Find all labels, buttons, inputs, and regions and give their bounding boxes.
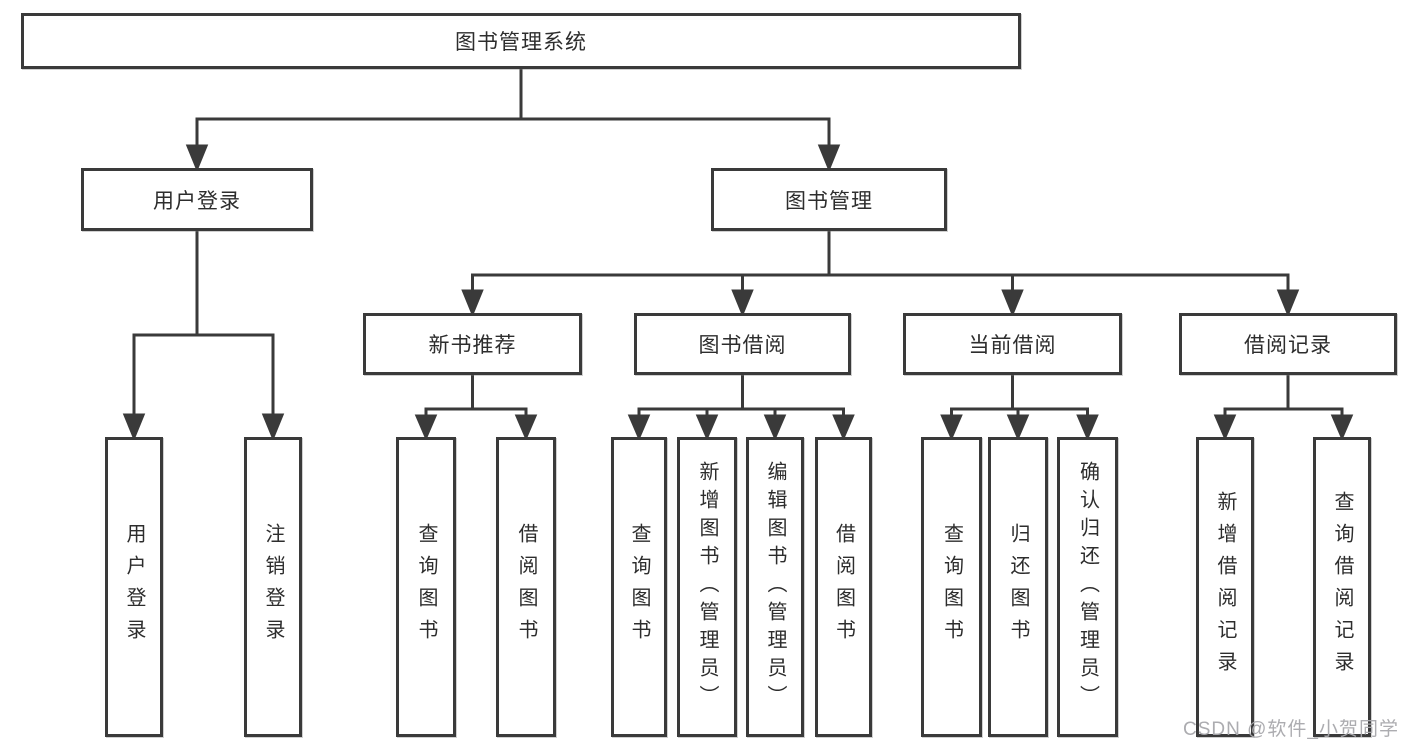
leaf-bb-edit-books-admin: 编辑图书（管理员） xyxy=(746,437,804,737)
node-book-borrowing: 图书借阅 xyxy=(634,313,851,375)
node-borrow-records: 借阅记录 xyxy=(1179,313,1397,375)
node-root-system: 图书管理系统 xyxy=(21,13,1021,69)
node-new-book-recommend: 新书推荐 xyxy=(363,313,582,375)
leaf-br-query-record: 查询借阅记录 xyxy=(1313,437,1371,737)
node-user-login: 用户登录 xyxy=(81,168,313,231)
leaf-cb-confirm-return-admin: 确认归还（管理员） xyxy=(1057,437,1118,737)
leaf-bb-borrow-books: 借阅图书 xyxy=(815,437,872,737)
leaf-nb-query-books: 查询图书 xyxy=(396,437,456,737)
leaf-bb-add-books-admin: 新增图书（管理员） xyxy=(677,437,737,737)
leaf-nb-borrow-books: 借阅图书 xyxy=(496,437,556,737)
leaf-logout: 注销登录 xyxy=(244,437,302,737)
node-book-management: 图书管理 xyxy=(711,168,947,231)
leaf-br-add-record: 新增借阅记录 xyxy=(1196,437,1254,737)
leaf-cb-return-books: 归还图书 xyxy=(988,437,1048,737)
csdn-watermark: CSDN @软件_小贺同学 xyxy=(1183,719,1399,740)
leaf-user-login: 用户登录 xyxy=(105,437,163,737)
leaf-bb-query-books: 查询图书 xyxy=(611,437,667,737)
node-current-borrowing: 当前借阅 xyxy=(903,313,1122,375)
leaf-cb-query-books: 查询图书 xyxy=(921,437,982,737)
